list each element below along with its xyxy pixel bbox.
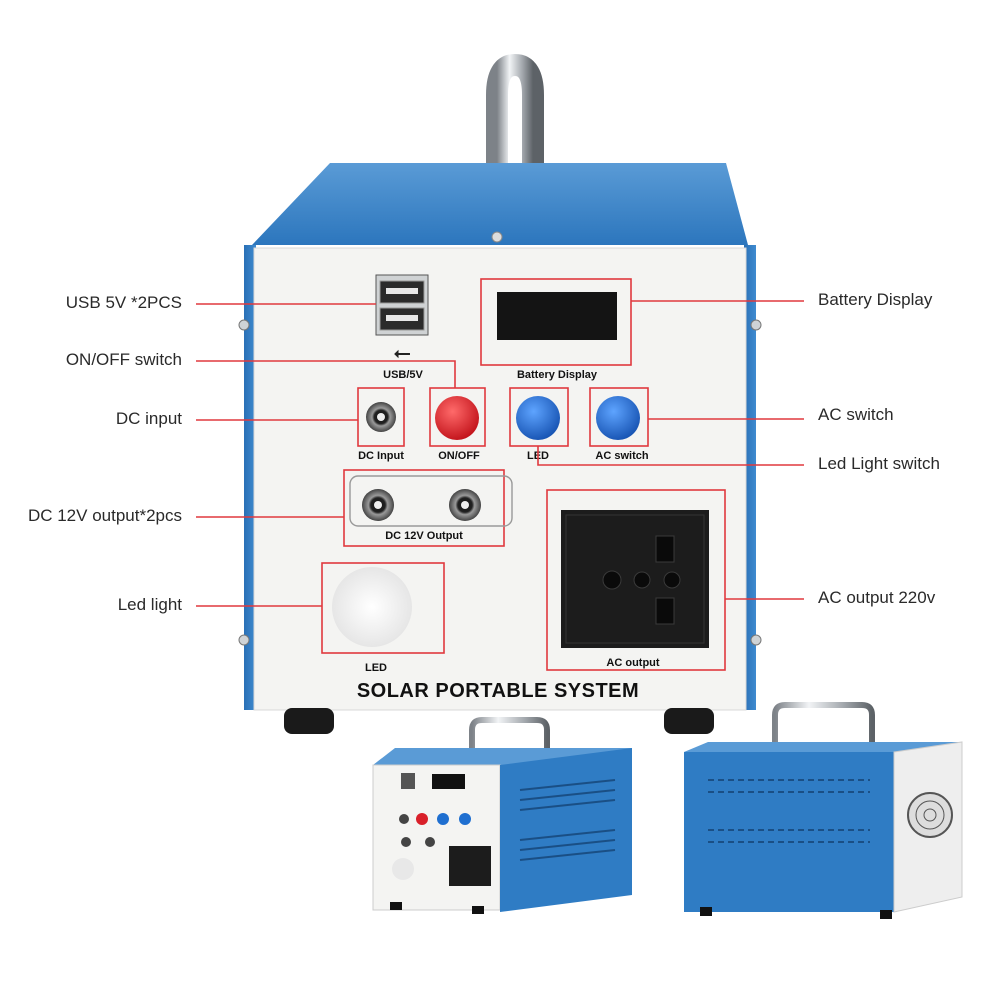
side-screw bbox=[238, 319, 250, 331]
dc-output-panel-label: DC 12V Output bbox=[385, 530, 463, 542]
outlet-hole bbox=[602, 570, 622, 590]
callout-dc-output: DC 12V output*2pcs bbox=[27, 506, 182, 525]
outlet-hole bbox=[633, 571, 651, 589]
top-screw bbox=[491, 231, 503, 243]
thumbnail-front-view bbox=[372, 717, 632, 914]
callout-lines bbox=[196, 300, 804, 607]
callout-ac-switch: AC switch bbox=[818, 405, 894, 424]
side-screw bbox=[238, 634, 250, 646]
on-off-panel-label: ON/OFF bbox=[438, 450, 480, 462]
usb-panel-label: USB/5V bbox=[383, 369, 423, 381]
casing-right-edge bbox=[744, 245, 756, 710]
callout-led-light: Led light bbox=[117, 595, 182, 614]
main-unit: ⭠ USB/5V Battery Display DC Input ON/OFF… bbox=[238, 53, 762, 734]
callout-ac-output: AC output 220v bbox=[818, 588, 936, 607]
callout-on-off-switch: ON/OFF switch bbox=[65, 350, 182, 369]
outlet-hole bbox=[655, 597, 675, 625]
outlet-hole bbox=[663, 571, 681, 589]
led-light-highlight bbox=[321, 562, 445, 654]
side-screw bbox=[750, 634, 762, 646]
ac-switch-button[interactable] bbox=[596, 396, 640, 440]
ac-output-highlight bbox=[546, 489, 726, 671]
callout-battery-display: Battery Display bbox=[818, 290, 933, 309]
led-light-lens bbox=[332, 567, 412, 647]
outlet-hole bbox=[655, 535, 675, 563]
thumbnail-back-view bbox=[684, 702, 963, 919]
foot bbox=[284, 708, 334, 734]
dc-input-panel-label: DC Input bbox=[358, 450, 404, 462]
usb-symbol-icon: ⭠ bbox=[393, 340, 411, 365]
dc-input-highlight bbox=[357, 387, 405, 447]
battery-display-highlight bbox=[480, 278, 632, 366]
led-light-panel-label: LED bbox=[365, 662, 387, 674]
ac-switch-panel-label: AC switch bbox=[595, 450, 648, 462]
on-off-button[interactable] bbox=[435, 396, 479, 440]
side-screw bbox=[750, 319, 762, 331]
led-light-switch-button[interactable] bbox=[516, 396, 560, 440]
callout-usb: USB 5V *2PCS bbox=[65, 293, 182, 312]
fan-icon bbox=[907, 792, 953, 838]
led-button-highlight bbox=[509, 387, 569, 447]
dc-output-bezel bbox=[349, 475, 513, 527]
on-off-highlight bbox=[429, 387, 486, 447]
brand-text: SOLAR PORTABLE SYSTEM bbox=[357, 680, 639, 702]
callout-dc-input: DC input bbox=[115, 409, 182, 428]
foot bbox=[664, 708, 714, 734]
battery-display-panel-label: Battery Display bbox=[517, 369, 598, 381]
carry-handle bbox=[486, 53, 544, 211]
callout-led-light-switch: Led Light switch bbox=[818, 454, 940, 473]
casing-top bbox=[252, 163, 748, 245]
ac-switch-highlight bbox=[589, 387, 649, 447]
dc-output-highlight bbox=[343, 469, 505, 547]
ac-output-panel-label: AC output bbox=[606, 657, 659, 669]
battery-display-screen bbox=[497, 292, 617, 340]
